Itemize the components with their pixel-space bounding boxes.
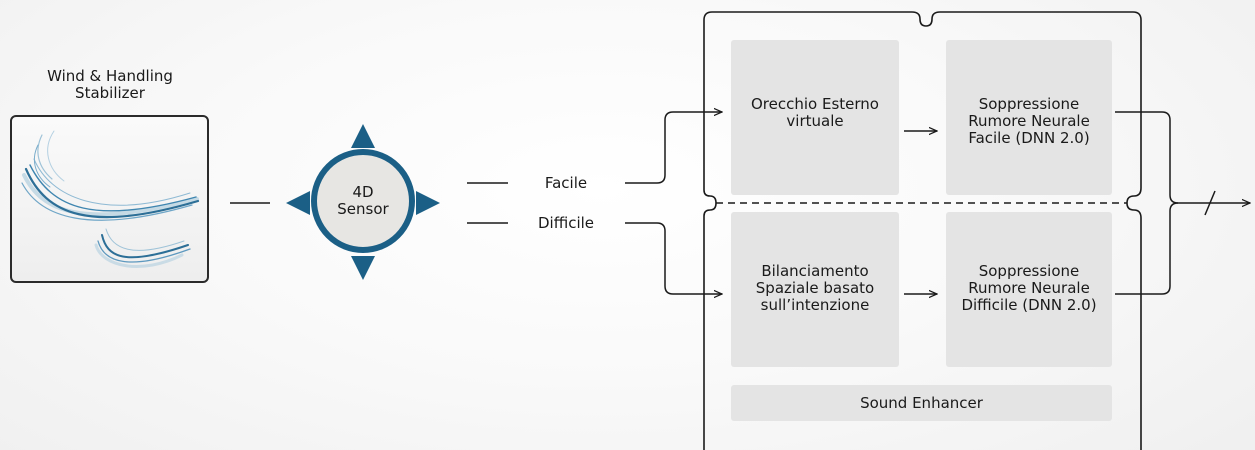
easy-path-arrow — [625, 112, 722, 184]
arrow-right-icon — [416, 191, 440, 215]
neural-noise-hard-block — [946, 212, 1112, 367]
neural-noise-hard-label: Soppressione Rumore Neurale Difficile (D… — [961, 262, 1097, 314]
neural-noise-easy-label: Soppressione Rumore Neurale Facile (DNN … — [968, 95, 1090, 147]
spatial-balance-block — [731, 212, 899, 367]
virtual-outer-ear-label: Orecchio Esterno virtuale — [751, 95, 879, 130]
stabilizer-title: Wind & Handling Stabilizer — [47, 67, 173, 102]
output-slash — [1204, 190, 1216, 216]
sensor-circle — [311, 149, 415, 253]
arrow-down-icon — [351, 256, 375, 280]
virtual-outer-ear-block — [731, 40, 899, 195]
spatial-balance-label: Bilanciamento Spaziale basato sull’inten… — [755, 262, 875, 314]
easy-output-path — [1115, 111, 1179, 204]
arrow-left-icon — [286, 191, 310, 215]
direction-arrows-icon — [280, 120, 446, 284]
sensor-label: 4D Sensor — [337, 183, 389, 218]
sensor-widget — [280, 120, 446, 284]
hard-path-arrow — [625, 222, 722, 294]
hard-branch-label: Difficile — [537, 214, 595, 232]
arrow-up-icon — [351, 124, 375, 148]
sound-enhancer-label: Sound Enhancer — [860, 394, 983, 412]
easy-branch-label: Facile — [544, 174, 588, 192]
stabilizer-box — [10, 115, 209, 283]
hard-output-path — [1115, 202, 1179, 295]
sound-enhancer-block — [731, 385, 1112, 421]
neural-noise-easy-block — [946, 40, 1112, 195]
wind-swirl-icon — [21, 130, 200, 268]
